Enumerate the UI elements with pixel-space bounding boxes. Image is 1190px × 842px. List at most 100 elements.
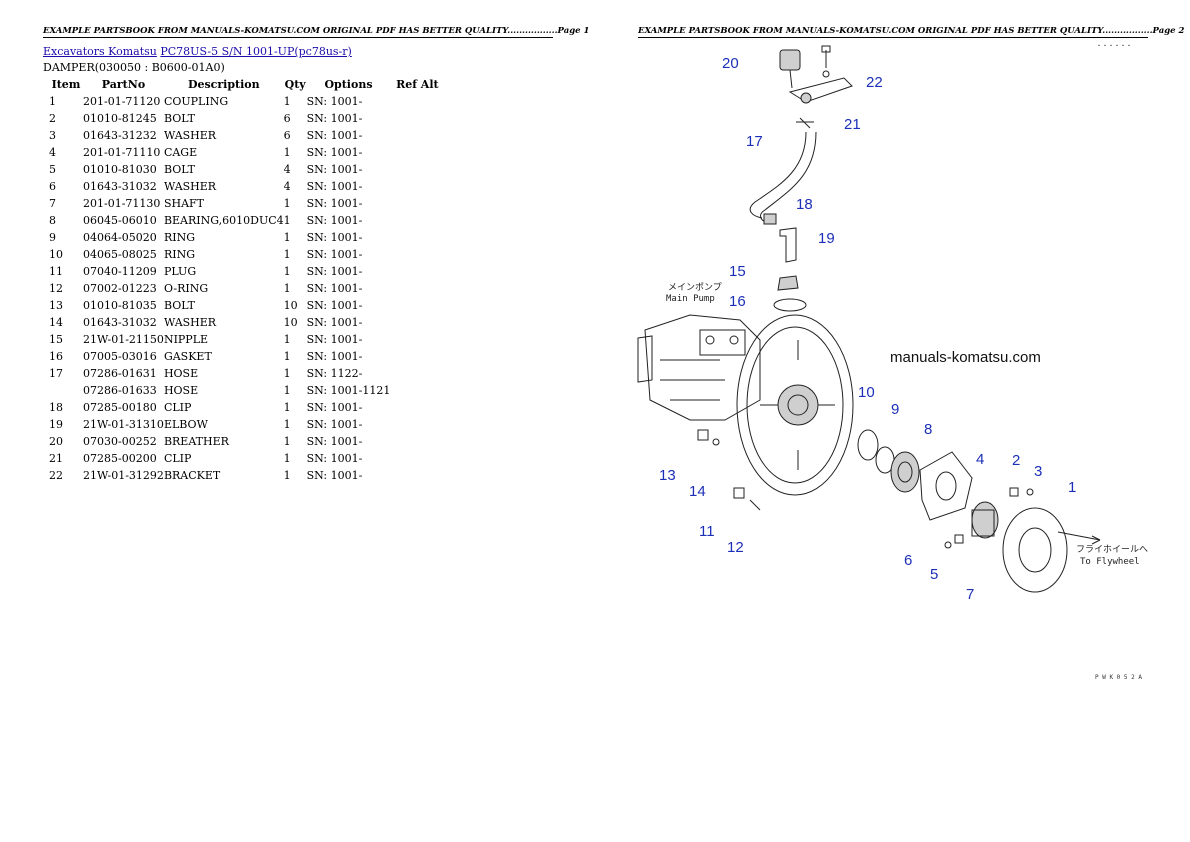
callout-15: 15 <box>729 263 746 280</box>
cell-ref-alt <box>390 416 444 433</box>
corner-code-top: ・・・・・・ <box>1096 43 1132 50</box>
cell-partno: 04064-05020 <box>83 231 157 244</box>
col-header-qty: Qty <box>284 78 306 91</box>
cell-qty: 1 <box>283 282 291 295</box>
cell-description: RING <box>163 248 195 261</box>
cell-qty: 6 <box>283 112 291 125</box>
cell-ref-alt <box>390 331 444 348</box>
cell-qty: 1 <box>283 95 291 108</box>
parts-diagram: ・・・・・・ P W K 0 5 2 A <box>637 43 1148 681</box>
breather-assembly <box>749 45 853 312</box>
cell-description: BREATHER <box>163 435 229 448</box>
cell-item: 3 <box>49 129 56 142</box>
cell-item: 9 <box>49 231 56 244</box>
cell-options: SN: 1001-1121 <box>306 384 391 397</box>
cell-partno: 21W-01-31310 <box>83 418 164 431</box>
callout-13: 13 <box>659 467 676 484</box>
callout-8: 8 <box>924 421 932 438</box>
cell-options: SN: 1001- <box>306 418 363 431</box>
cell-qty: 1 <box>283 350 291 363</box>
cell-description: CLIP <box>163 452 192 465</box>
callout-3: 3 <box>1034 463 1042 480</box>
cell-qty: 10 <box>283 316 298 329</box>
col-header-description: Description <box>187 78 260 91</box>
cell-qty: 4 <box>283 180 291 193</box>
diagram-watermark: manuals-komatsu.com <box>890 349 1041 366</box>
cell-partno: 07286-01631 <box>83 367 157 380</box>
cell-qty: 4 <box>283 163 291 176</box>
cell-partno: 04065-08025 <box>83 248 157 261</box>
callout-16: 16 <box>729 293 746 310</box>
section-title: DAMPER(030050 : B0600-01A0) <box>43 61 225 74</box>
cell-description: BOLT <box>163 299 195 312</box>
cell-item: 11 <box>49 265 63 278</box>
cell-item: 8 <box>49 214 56 227</box>
cell-item: 7 <box>49 197 56 210</box>
cell-description: O-RING <box>163 282 209 295</box>
cell-description: BRACKET <box>163 469 221 482</box>
table-row: 5 01010-81030 BOLT 4 SN: 1001- <box>43 161 444 178</box>
cell-partno: 21W-01-21150 <box>83 333 164 346</box>
cell-ref-alt <box>390 144 444 161</box>
cell-options: SN: 1001- <box>306 95 363 108</box>
cell-partno: 01643-31032 <box>83 180 157 193</box>
cell-options: SN: 1001- <box>306 146 363 159</box>
cell-qty: 1 <box>283 452 291 465</box>
cell-partno: 21W-01-31292 <box>83 469 164 482</box>
cell-options: SN: 1122- <box>306 367 363 380</box>
flywheel-label-jp: フライホイールへ <box>1076 544 1148 555</box>
col-header-ref-alt: Ref Alt <box>396 78 439 91</box>
cell-options: SN: 1001- <box>306 163 363 176</box>
cell-options: SN: 1001- <box>306 435 363 448</box>
cell-partno: 201-01-71120 <box>83 95 161 108</box>
cell-description: WASHER <box>163 180 217 193</box>
cell-ref-alt <box>390 246 444 263</box>
cell-item: 20 <box>49 435 63 448</box>
callout-4: 4 <box>976 451 984 468</box>
cell-ref-alt <box>390 450 444 467</box>
cell-qty: 1 <box>283 401 291 414</box>
cell-item: 21 <box>49 452 63 465</box>
cell-item: 13 <box>49 299 63 312</box>
cell-partno: 07285-00200 <box>83 452 157 465</box>
cell-partno: 06045-06010 <box>83 214 157 227</box>
cell-options: SN: 1001- <box>306 112 363 125</box>
callout-7: 7 <box>966 586 974 603</box>
cell-description: HOSE <box>163 367 199 380</box>
callout-2: 2 <box>1012 452 1020 469</box>
cell-options: SN: 1001- <box>306 282 363 295</box>
cell-ref-alt <box>390 314 444 331</box>
cell-qty: 10 <box>283 299 298 312</box>
cell-partno: 01010-81245 <box>83 112 157 125</box>
flywheel-label-en: To Flywheel <box>1080 557 1140 567</box>
cell-partno: 01010-81030 <box>83 163 157 176</box>
cell-partno: 01643-31232 <box>83 129 157 142</box>
cell-qty: 1 <box>283 418 291 431</box>
breadcrumb-link-excavators[interactable]: Excavators Komatsu <box>43 45 157 58</box>
cell-item: 19 <box>49 418 63 431</box>
cell-options: SN: 1001- <box>306 401 363 414</box>
corner-code-bottom: P W K 0 5 2 A <box>1095 674 1142 681</box>
cell-partno: 01010-81035 <box>83 299 157 312</box>
breadcrumb: Excavators Komatsu PC78US-5 S/N 1001-UP(… <box>43 45 352 58</box>
cell-description: BOLT <box>163 163 195 176</box>
cell-item: 5 <box>49 163 56 176</box>
cell-qty: 1 <box>283 146 291 159</box>
cell-partno: 07286-01633 <box>83 384 157 397</box>
cell-description: COUPLING <box>163 95 229 108</box>
callout-18: 18 <box>796 196 813 213</box>
cell-item: 2 <box>49 112 56 125</box>
page-header-left: EXAMPLE PARTSBOOK FROM MANUALS-KOMATSU.C… <box>43 26 590 38</box>
cell-ref-alt <box>390 297 444 314</box>
breadcrumb-link-model[interactable]: PC78US-5 S/N 1001-UP(pc78us-r) <box>160 45 352 58</box>
